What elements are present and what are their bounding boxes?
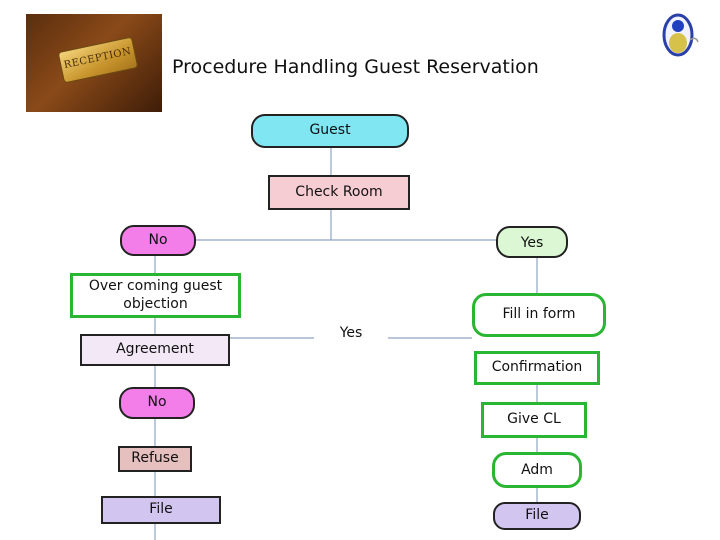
node-file-left: File bbox=[101, 496, 221, 524]
node-yes-mid: Yes bbox=[314, 322, 388, 346]
node-no-bottom: No bbox=[119, 387, 195, 419]
page-title: Procedure Handling Guest Reservation bbox=[172, 56, 539, 78]
node-check-room: Check Room bbox=[268, 175, 410, 210]
node-fill-in-form: Fill in form bbox=[472, 293, 606, 337]
node-adm: Adm bbox=[492, 452, 582, 488]
node-file-right: File bbox=[493, 502, 581, 530]
node-agreement: Agreement bbox=[80, 334, 230, 366]
node-over-coming-objection: Over coming guest objection bbox=[70, 273, 241, 318]
node-guest: Guest bbox=[251, 114, 409, 148]
emblem-icon bbox=[662, 13, 699, 57]
node-refuse: Refuse bbox=[118, 446, 192, 472]
node-yes-right: Yes bbox=[496, 226, 568, 258]
node-no-top: No bbox=[120, 225, 196, 256]
node-confirmation: Confirmation bbox=[474, 351, 600, 385]
reception-photo: RECEPTION bbox=[26, 14, 162, 112]
node-give-cl: Give CL bbox=[481, 402, 587, 438]
